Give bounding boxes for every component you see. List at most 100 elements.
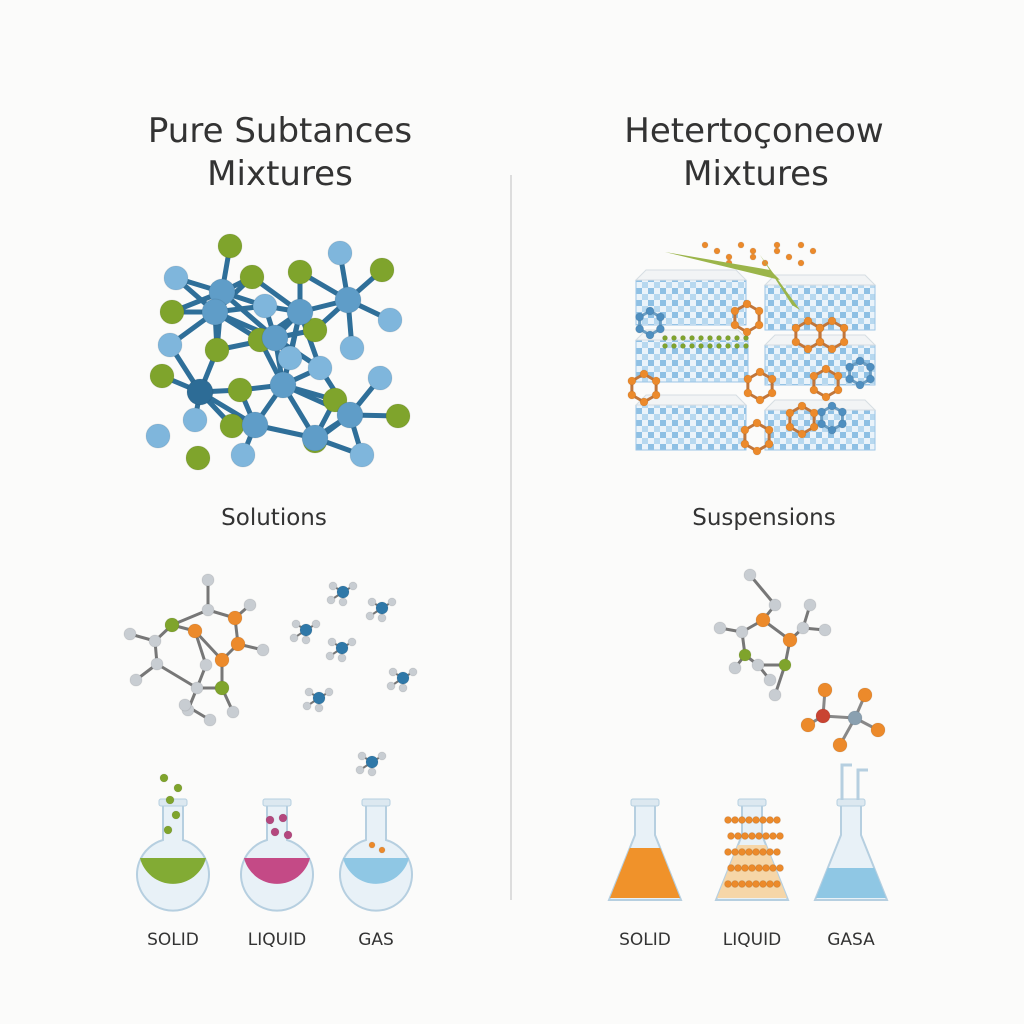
ring-atom: [809, 385, 819, 395]
right-title-line2: Mixtures: [683, 154, 829, 194]
atom: [768, 598, 782, 612]
flask-liquid: [816, 868, 886, 898]
ring-atom: [803, 316, 813, 326]
hydrogen-atom: [324, 687, 334, 697]
bubble: [159, 773, 169, 783]
hub-atom: [186, 378, 214, 406]
hydrogen-atom: [301, 635, 311, 645]
particle: [755, 832, 763, 840]
particle: [776, 864, 784, 872]
hydrogen-atom: [327, 637, 337, 647]
orange-particle: [713, 247, 721, 255]
hydrogen-atom: [367, 767, 377, 777]
flask-glass: [339, 804, 413, 912]
atom: [203, 713, 217, 727]
particle: [738, 816, 746, 824]
ring-atom: [803, 344, 813, 354]
ring-atom: [764, 425, 774, 435]
bubble: [163, 825, 173, 835]
ring-atom: [837, 407, 847, 417]
ring-atom: [651, 376, 661, 386]
particle: [734, 864, 742, 872]
orange-particle: [725, 253, 733, 261]
blue-atom: [252, 293, 278, 319]
ring-atom: [752, 446, 762, 456]
left-title-line2: Mixtures: [207, 154, 353, 194]
hub-atom: [261, 324, 289, 352]
hydrogen-atom: [398, 683, 408, 693]
solid-flask: [136, 773, 210, 912]
bubble: [278, 813, 288, 823]
blue-atom: [277, 345, 303, 371]
left-flask-label-solid: SOLID: [147, 930, 199, 950]
green-particle: [680, 343, 686, 349]
particle: [731, 880, 739, 888]
flask-liquid: [244, 858, 310, 884]
ring-atom: [839, 337, 849, 347]
ring-atom: [833, 385, 843, 395]
green-atom: [204, 337, 230, 363]
particle: [755, 864, 763, 872]
particle: [752, 880, 760, 888]
orange-particle: [737, 241, 745, 249]
blue-atom: [145, 423, 171, 449]
particle: [724, 848, 732, 856]
green-particle: [734, 335, 740, 341]
atom: [201, 603, 215, 617]
atom: [256, 643, 270, 657]
green-atom: [369, 257, 395, 283]
tube: [856, 768, 868, 800]
blue-atom: [230, 442, 256, 468]
hydrogen-atom: [365, 611, 375, 621]
ring-atom: [635, 324, 645, 334]
tube: [840, 763, 852, 800]
particle: [762, 832, 770, 840]
ring-atom: [845, 362, 855, 372]
flask-glass: [240, 804, 314, 912]
hub-atom: [241, 411, 269, 439]
particle: [759, 848, 767, 856]
particle: [724, 880, 732, 888]
particle: [766, 880, 774, 888]
particle: [769, 864, 777, 872]
hydrogen-atom: [357, 751, 367, 761]
ring-atom: [627, 376, 637, 386]
atom: [227, 610, 243, 626]
center-atom: [336, 585, 350, 599]
blue-atom: [377, 307, 403, 333]
orange-particle: [785, 253, 793, 261]
hydrogen-atom: [347, 637, 357, 647]
green-particle: [671, 335, 677, 341]
center-atom: [335, 641, 349, 655]
hub-atom: [301, 424, 329, 452]
hydrogen-atom: [326, 595, 336, 605]
green-particle: [680, 335, 686, 341]
green-particle: [671, 343, 677, 349]
hydrogen-atom: [302, 701, 312, 711]
flask-liquid: [343, 858, 409, 884]
atom: [847, 710, 863, 726]
ring-atom: [809, 408, 819, 418]
ring-atom: [754, 306, 764, 316]
green-atom: [219, 413, 245, 439]
bubble: [171, 810, 181, 820]
grass-blade: [665, 252, 780, 280]
ring-atom: [742, 327, 752, 337]
liquid-flask: [240, 798, 314, 912]
particle: [776, 832, 784, 840]
bubble: [265, 815, 275, 825]
heterogeneous-blocks-illustration: [627, 241, 877, 456]
bubble: [368, 841, 376, 849]
flask-glass: [136, 804, 210, 912]
atom: [728, 661, 742, 675]
ring-atom: [785, 408, 795, 418]
solutions-label: Solutions: [221, 505, 327, 531]
hydrogen-atom: [291, 619, 301, 629]
green-particle: [725, 335, 731, 341]
blue-atom: [157, 332, 183, 358]
ring-atom: [767, 388, 777, 398]
right-flask-label-solid: SOLID: [619, 930, 671, 950]
orange-particle: [749, 253, 757, 261]
